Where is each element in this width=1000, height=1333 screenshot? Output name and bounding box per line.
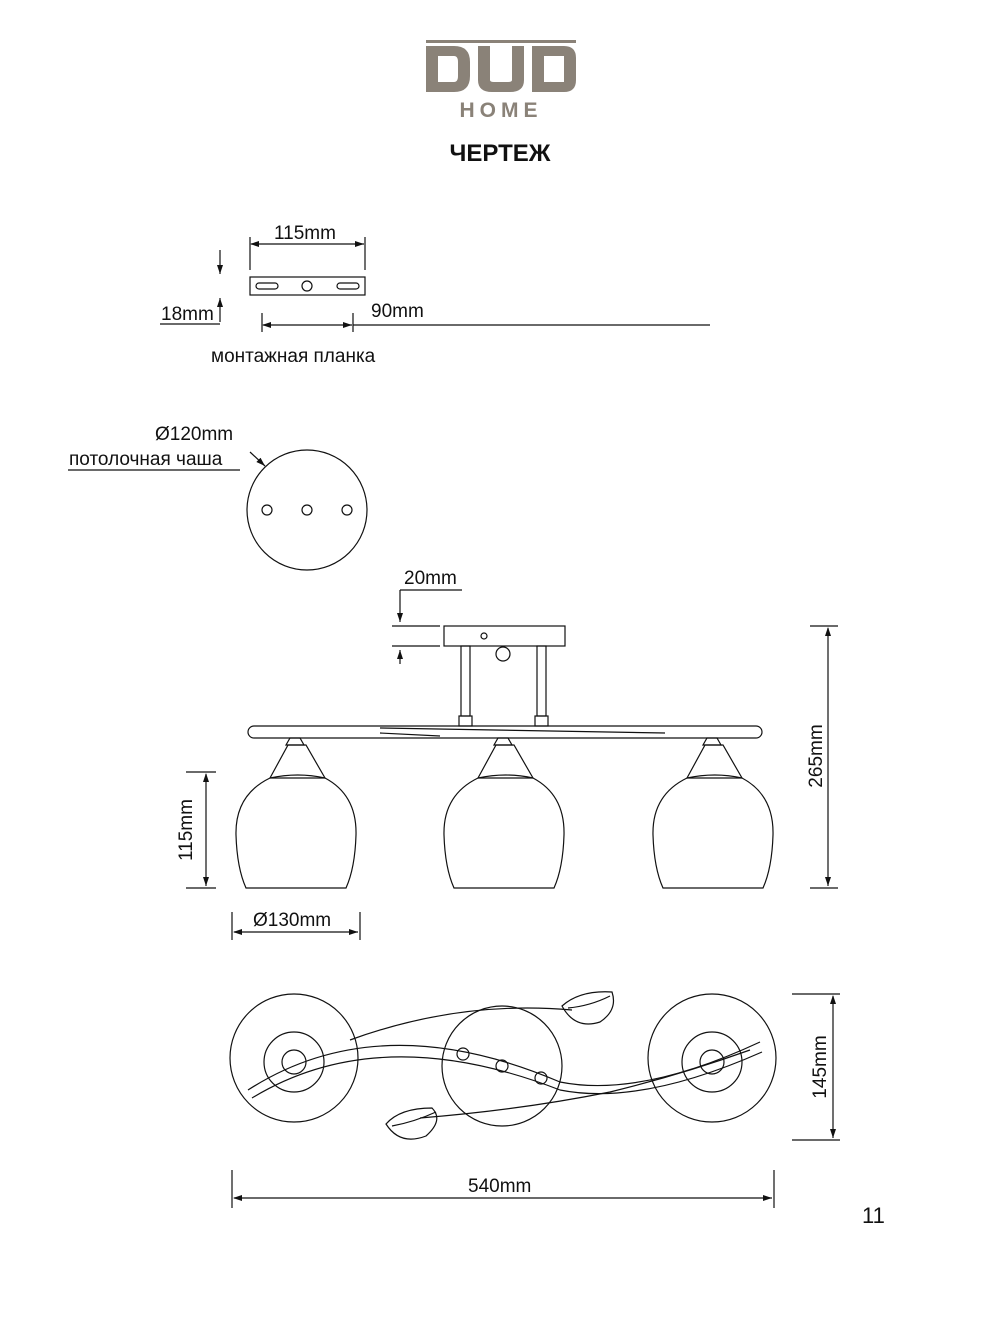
total-height-label: 265mm: [806, 724, 827, 788]
plate-spacing-label: 90mm: [371, 301, 424, 322]
page-title: ЧЕРТЕЖ: [449, 140, 551, 167]
length-label: 540mm: [468, 1176, 532, 1197]
depth-label: 145mm: [810, 1035, 831, 1099]
shade-left: [235, 737, 357, 889]
shade-diameter-label: Ø130mm: [253, 910, 332, 931]
plate-height-label: 18mm: [161, 304, 214, 325]
shade-height-label: 115mm: [176, 799, 197, 861]
canopy-top-view: [68, 449, 368, 571]
brand-logo: [426, 40, 576, 92]
plate-caption: монтажная планка: [211, 346, 376, 367]
fixture-top-view: [229, 991, 840, 1208]
brand-subtitle: HOME: [459, 99, 543, 122]
canopy-caption: потолочная чаша: [69, 449, 223, 470]
page-number: 11: [862, 1203, 885, 1228]
shade-center: [443, 737, 565, 889]
mounting-plate: [160, 237, 710, 332]
fixture-side-view: [186, 589, 838, 940]
canopy-height-label: 20mm: [404, 568, 457, 589]
canopy-diameter-label: Ø120mm: [155, 424, 234, 445]
shade-right: [652, 737, 774, 889]
plate-width-label: 115mm: [274, 223, 336, 244]
